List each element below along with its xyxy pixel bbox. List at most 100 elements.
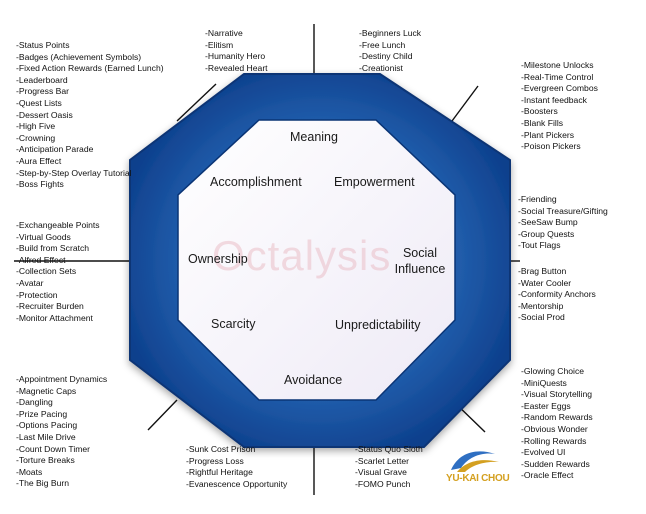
list-item: -Visual Storytelling: [521, 389, 593, 400]
list-item: -Social Prod: [518, 312, 565, 323]
list-item: -Progress Bar: [16, 86, 70, 97]
list-item: -Alfred Effect: [16, 254, 66, 265]
inner-octagon: [177, 119, 456, 401]
list-item: -Milestone Unlocks: [521, 60, 594, 70]
list-item: -Status Quo Sloth: [355, 444, 423, 454]
list-item: -Quest Lists: [16, 97, 62, 108]
list-item: -Friending: [518, 194, 557, 204]
list-item: -Sudden Rewards: [521, 458, 590, 469]
octalysis-watermark: Octalysis: [212, 232, 392, 279]
list-item: -SeeSaw Bump: [518, 217, 578, 228]
list-item: -Blank Fills: [521, 117, 564, 128]
list-item: -Elitism: [205, 39, 234, 50]
list-item: -Tout Flags: [518, 240, 561, 251]
logo-text: YU-KAI CHOU: [446, 473, 510, 484]
list-item: -Poison Pickers: [521, 141, 581, 152]
drive-unpredictability: Unpredictability: [335, 318, 421, 332]
list-item: -Avatar: [16, 277, 44, 288]
list-right-upper: -Milestone Unlocks-Real-Time Control-Eve…: [521, 60, 598, 153]
list-item: -Collection Sets: [16, 266, 77, 277]
list-item: -Visual Grave: [355, 467, 407, 478]
list-item: -The Big Burn: [16, 478, 70, 489]
list-item: -Real-Time Control: [521, 71, 594, 82]
list-item: -Humanity Hero: [205, 51, 266, 62]
list-item: -Evergreen Combos: [521, 83, 598, 94]
drive-accomplishment: Accomplishment: [210, 175, 302, 189]
drive-social-influence: Social Influence: [390, 245, 450, 277]
list-item: -Leaderboard: [16, 74, 68, 85]
list-item: -Mentorship: [518, 300, 564, 311]
list-item: -Anticipation Parade: [16, 144, 94, 155]
list-item: -Brag Button: [518, 266, 567, 276]
list-item: -Sunk Cost Prison: [186, 444, 256, 454]
list-item: -Narrative: [205, 28, 243, 38]
list-item: -Boosters: [521, 106, 558, 117]
list-item: -Oracle Effect: [521, 470, 574, 481]
list-item: -Rightful Heritage: [186, 467, 253, 478]
list-left-middle: -Exchangeable Points-Virtual Goods-Build…: [16, 220, 100, 324]
list-item: -Step-by-Step Overlay Tutorial: [16, 167, 132, 178]
drive-empowerment: Empowerment: [334, 175, 415, 189]
list-item: -Aura Effect: [16, 155, 62, 166]
connector-top-left: [176, 83, 217, 122]
list-item: -Options Pacing: [16, 420, 78, 431]
drive-avoidance: Avoidance: [284, 373, 343, 387]
list-item: -Easter Eggs: [521, 400, 571, 411]
list-item: -Badges (Achievement Symbols): [16, 51, 142, 62]
list-item: -Fixed Action Rewards (Earned Lunch): [16, 63, 164, 74]
list-item: -Creationist: [359, 62, 403, 73]
list-item: -Rolling Rewards: [521, 435, 587, 446]
list-item: -Beginners Luck: [359, 28, 422, 38]
list-item: -Revealed Heart: [205, 62, 268, 73]
list-item: -Destiny Child: [359, 51, 413, 62]
list-item: -High Five: [16, 121, 56, 132]
list-item: -Plant Pickers: [521, 129, 575, 140]
list-item: -Protection: [16, 289, 58, 300]
list-item: -Prize Pacing: [16, 408, 68, 419]
list-item: -Virtual Goods: [16, 231, 71, 242]
drive-meaning: Meaning: [290, 130, 338, 144]
list-item: -Torture Breaks: [16, 455, 75, 466]
list-top-right-upper: -Beginners Luck-Free Lunch-Destiny Child…: [359, 28, 421, 74]
list-item: -Monitor Attachment: [16, 312, 93, 323]
list-item: -Glowing Choice: [521, 366, 585, 376]
list-right-lower: -Glowing Choice-MiniQuests-Visual Storyt…: [521, 366, 593, 482]
drive-ownership: Ownership: [188, 252, 248, 266]
list-item: -FOMO Punch: [355, 478, 411, 489]
list-left-lower: -Appointment Dynamics-Magnetic Caps-Dang…: [16, 374, 107, 490]
list-item: -Dessert Oasis: [16, 109, 73, 120]
list-item: -Recruiter Burden: [16, 301, 84, 312]
drive-social-influence-label: Social Influence: [394, 246, 446, 276]
list-item: -Instant feedback: [521, 94, 587, 105]
list-item: -Crowning: [16, 132, 56, 143]
list-left-upper: -Status Points-Badges (Achievement Symbo…: [16, 40, 164, 191]
list-item: -MiniQuests: [521, 377, 567, 388]
connector-bottom-left: [147, 399, 178, 431]
list-item: -Evanescence Opportunity: [186, 478, 288, 489]
list-item: -Status Points: [16, 40, 70, 50]
drive-scarcity: Scarcity: [211, 317, 256, 331]
list-right-middle-lower: -Brag Button-Water Cooler-Conformity Anc…: [518, 266, 596, 324]
list-item: -Social Treasure/Gifting: [518, 205, 608, 216]
list-item: -Group Quests: [518, 228, 575, 239]
list-item: -Obvious Wonder: [521, 423, 588, 434]
list-item: -Progress Loss: [186, 455, 244, 466]
connector-top-right: [451, 85, 479, 122]
list-item: -Boss Fights: [16, 179, 64, 190]
list-item: -Conformity Anchors: [518, 289, 596, 300]
list-item: -Last Mile Drive: [16, 431, 76, 442]
list-item: -Free Lunch: [359, 39, 406, 50]
list-item: -Dangling: [16, 397, 53, 408]
list-right-middle-upper: -Friending-Social Treasure/Gifting-SeeSa…: [518, 194, 608, 252]
list-item: -Magnetic Caps: [16, 385, 77, 396]
list-bottom-right: -Status Quo Sloth-Scarlet Letter-Visual …: [355, 444, 423, 490]
logo-swoosh-icon: [451, 451, 499, 472]
list-item: -Moats: [16, 466, 43, 477]
list-bottom-left: -Sunk Cost Prison-Progress Loss-Rightful…: [186, 444, 287, 490]
yukai-chou-logo: [443, 444, 507, 490]
list-item: -Random Rewards: [521, 412, 593, 423]
list-item: -Count Down Timer: [16, 443, 91, 454]
list-top-left-upper: -Narrative-Elitism-Humanity Hero-Reveale…: [205, 28, 268, 74]
list-item: -Build from Scratch: [16, 243, 90, 254]
